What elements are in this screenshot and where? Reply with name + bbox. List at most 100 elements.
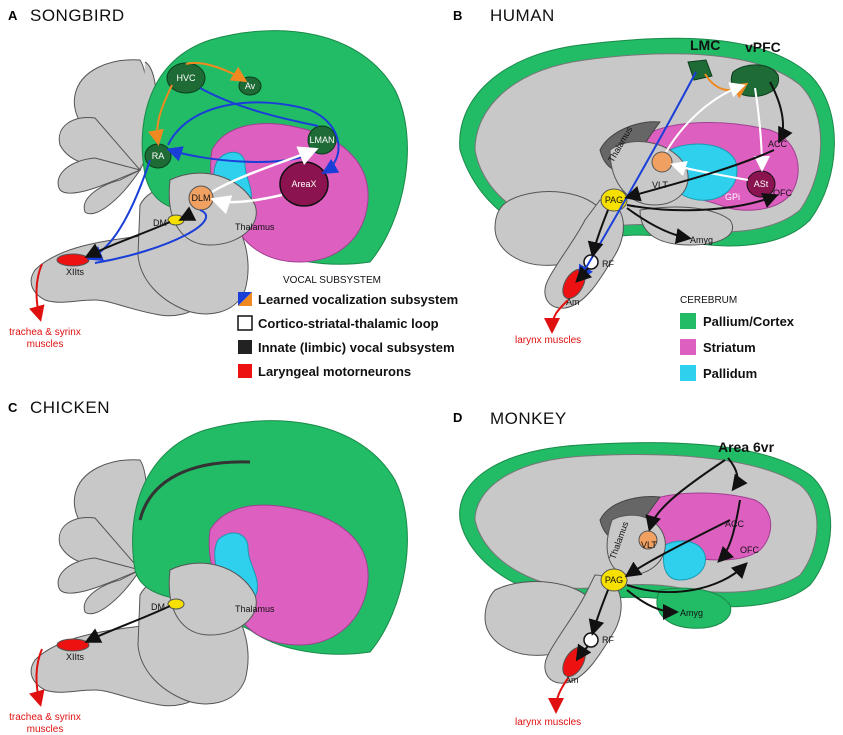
chicken-cerebellum [57,459,148,615]
monkey-pag-rf-arrow [588,589,609,636]
pag-rf-arrow [587,209,609,258]
legend-vocal-label-2: Innate (limbic) vocal subsystem [258,340,455,355]
hvc-ra-arrow [148,84,173,146]
legend-swatch-red [238,364,252,378]
xiits-nucleus [56,253,90,267]
legend-cerebrum-label-2: Pallidum [703,366,757,381]
human-vlt-label: VLT [652,180,668,190]
legend-vocal: VOCAL SUBSYSTEM Learned vocalization sub… [237,275,458,379]
human-pag-label: PAG [605,195,623,205]
ast-vlt-arrow [670,160,749,181]
area6vr-acc-arrow [727,457,748,492]
ast-label: ASt [754,179,769,189]
legend-vocal-label-1: Cortico-striatal-thalamic loop [258,316,439,331]
chicken-lamina [138,460,251,521]
acc-pag-arrow [624,149,775,202]
hvc-lman-path [199,87,319,127]
av-label: Av [245,81,256,91]
human-temporal [639,206,733,246]
monkey-pag-ofc-arrow [626,562,748,594]
acc-striatum-arrow [717,499,741,563]
legend-cerebrum-heading: CEREBRUM [680,295,737,306]
chicken-output-label-2: muscles [27,724,64,735]
ra-label: RA [152,151,165,161]
acc-label: ACC [768,139,788,149]
chicken-output-label-1: trachea & syrinx [9,712,81,723]
monkey-pag-label: PAG [605,575,623,585]
thalamus-label: Thalamus [235,222,275,232]
songbird-output-label-1: trachea & syrinx [9,327,81,338]
legend-swatch-black [238,340,252,354]
panel-b: B HUMAN LMC vPFC ACC Thalamus VLT ASt GP… [453,6,835,346]
ra-brainstem-path [94,209,208,264]
areax-dlm-arrow [210,193,283,215]
monkey-pag-nucleus [600,568,628,592]
dm-xiits-arrow [84,221,171,258]
monkey-rf-am-arrow [575,643,592,662]
chicken-xiits-label: XIIts [66,652,85,662]
hvc-label: HVC [176,73,196,83]
legend-vocal-item-innate: Innate (limbic) vocal subsystem [238,340,455,355]
monkey-ofc-label: OFC [740,545,759,555]
ofc-label: OFC [773,188,792,198]
legend-cerebrum: CEREBRUM Pallium/Cortex Striatum Pallidu… [680,295,795,381]
panel-b-title: HUMAN [490,6,555,25]
panel-a: A SONGBIRD HVC Av RA LMAN AreaX [8,6,408,350]
monkey-am-label: Am [565,675,579,685]
panel-c: C CHICKEN DM Thalamus XIIts trachea & sy… [8,398,408,735]
legend-cerebrum-label-0: Pallium/Cortex [703,314,795,329]
legend-vocal-item-learned: Learned vocalization subsystem [238,292,458,307]
panel-c-title: CHICKEN [30,398,110,417]
chicken-thalamus-region [168,562,257,636]
vpfc-label: vPFC [745,39,781,55]
chicken-dm-nucleus [167,598,185,610]
dlm-label: DLM [191,193,210,203]
human-vlt-nucleus [651,151,673,173]
area6vr-vlt-arrow [645,459,726,532]
panel-d-title: MONKEY [490,409,567,428]
human-amyg-label: Amyg [690,235,713,245]
panel-d-letter: D [453,410,462,425]
legend-vocal-label-0: Learned vocalization subsystem [258,292,458,307]
dlm-lman-arrow [211,146,319,194]
monkey-output-label: larynx muscles [515,717,581,728]
chicken-dm-label: DM [151,602,165,612]
legend-vocal-item-motor: Laryngeal motorneurons [238,364,411,379]
hvc-areax-arrow [167,101,340,175]
songbird-output-label-2: muscles [27,339,64,350]
chicken-output-arrow [29,648,45,707]
panel-a-title: SONGBIRD [30,6,125,25]
chicken-dm-xiits-arrow [84,605,171,643]
vpfc-ast-arrow [753,87,770,172]
chicken-thalamus-label: Thalamus [235,604,275,614]
songbird-output-arrow [29,263,45,322]
legend-swatch-pallium [680,313,696,329]
monkey-amyg-label: Amyg [680,608,703,618]
monkey-rf-nucleus [583,632,599,648]
pag-ofc-arrow [626,193,779,212]
human-output-arrow [544,299,569,334]
rf-am-arrow [575,265,593,283]
legend-vocal-item-loop: Cortico-striatal-thalamic loop [237,315,439,331]
monkey-vlt-label: VLT [641,540,657,550]
dm-label: DM [153,218,167,228]
legend-cerebrum-label-1: Striatum [703,340,756,355]
monkey-output-arrow [548,677,569,714]
panel-a-letter: A [8,8,18,23]
monkey-rf-label: RF [602,635,614,645]
monkey-pag-amyg-arrow [626,589,679,620]
lmc-label: LMC [690,37,720,53]
dm-nucleus [167,214,185,226]
panel-b-letter: B [453,8,462,23]
panel-c-letter: C [8,400,18,415]
chicken-xiits-nucleus [56,638,90,652]
monkey-acc-pag-arrow [624,519,731,578]
lman-label: LMAN [309,135,334,145]
human-rf-label: RF [602,259,614,269]
gpi-label: GPi [725,192,740,202]
legend-swatch-orange [238,292,252,306]
legend-swatch-striatum [680,339,696,355]
xiits-label: XIIts [66,267,85,277]
songbird-cerebellum [57,59,157,215]
areax-label: AreaX [291,179,316,189]
